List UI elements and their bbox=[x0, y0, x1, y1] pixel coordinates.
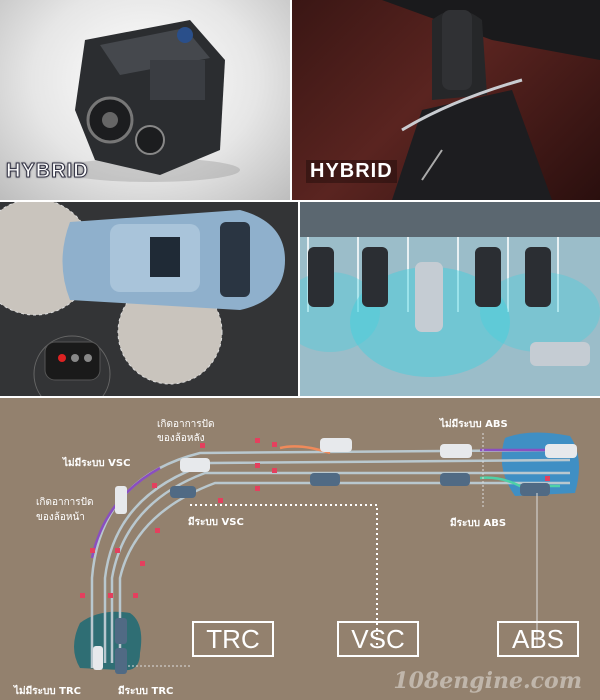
label-rear-skid-2: ของล้อหลัง bbox=[157, 432, 205, 444]
car-top-view-illustration bbox=[0, 202, 285, 396]
safety-systems-diagram: เกิดอาการปัด ของล้อหลัง ไม่มีระบบ VSC เก… bbox=[0, 398, 600, 700]
label-rear-skid-1: เกิดอาการปัด bbox=[157, 419, 214, 430]
label-with-vsc: มีระบบ VSC bbox=[188, 516, 244, 528]
label-with-abs: มีระบบ ABS bbox=[450, 517, 506, 529]
label-with-trc: มีระบบ TRC bbox=[118, 685, 173, 697]
label-front-skid-2: ของล้อหน้า bbox=[36, 511, 85, 523]
watermark: 108engine.com bbox=[393, 668, 582, 694]
shifter-illustration bbox=[382, 0, 600, 200]
vehicle-paths-illustration: เกิดอาการปัด ของล้อหลัง ไม่มีระบบ VSC เก… bbox=[13, 417, 579, 697]
label-front-skid-1: เกิดอาการปัด bbox=[36, 497, 93, 508]
system-box-abs: ABS bbox=[497, 621, 579, 657]
gear-shifter-photo: HYBRID bbox=[292, 0, 600, 200]
puddle-trc bbox=[74, 611, 142, 671]
label-no-vsc: ไม่มีระบบ VSC bbox=[62, 456, 130, 469]
smart-entry-photo bbox=[0, 202, 298, 396]
system-box-vsc: VSC bbox=[337, 621, 419, 657]
parking-illustration bbox=[300, 202, 600, 396]
engine-illustration bbox=[60, 20, 240, 182]
parking-sensor-photo bbox=[300, 202, 600, 396]
label-no-abs: ไม่มีระบบ ABS bbox=[439, 417, 508, 430]
hybrid-badge: HYBRID bbox=[6, 160, 89, 183]
system-box-trc: TRC bbox=[192, 621, 274, 657]
hybrid-engine-photo: HYBRID bbox=[0, 0, 290, 200]
hybrid-badge: HYBRID bbox=[306, 160, 397, 183]
label-no-trc: ไม่มีระบบ TRC bbox=[13, 684, 81, 697]
